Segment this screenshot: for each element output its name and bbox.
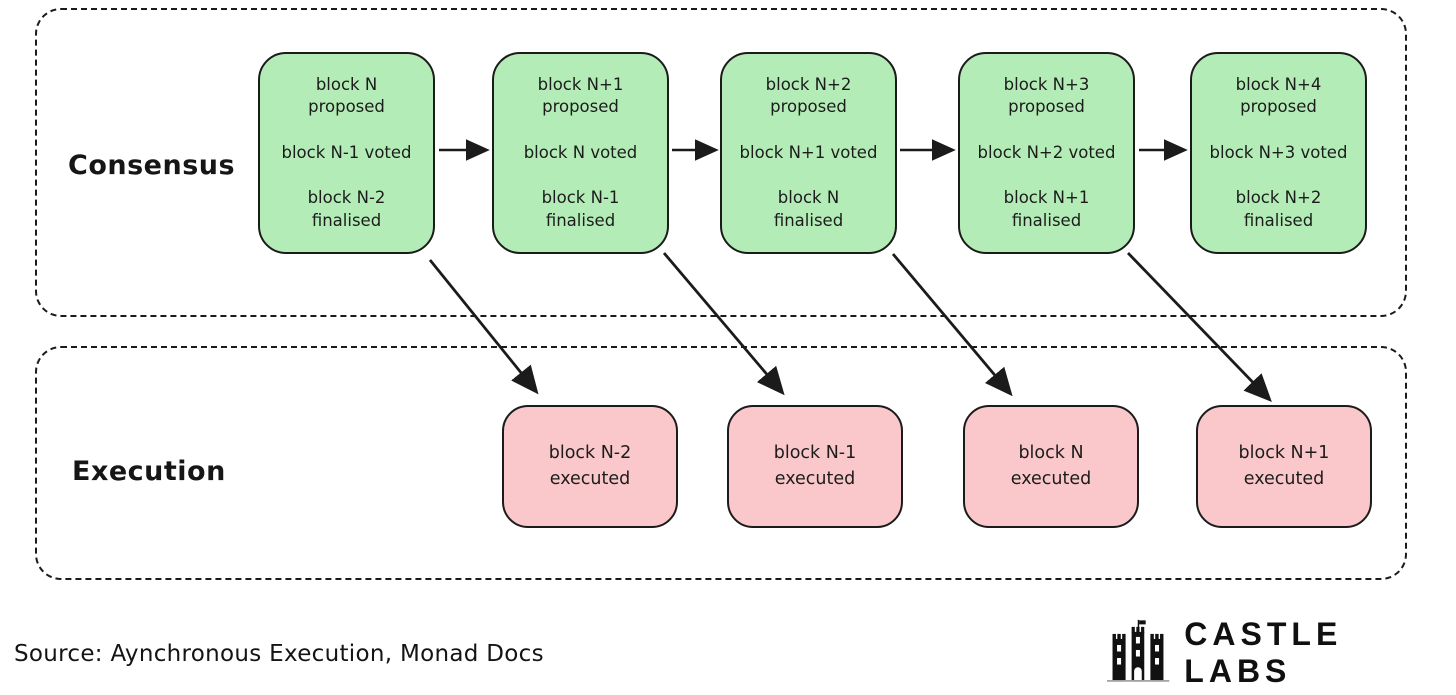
executed-text: block N executed (1010, 443, 1092, 489)
executed-text: block N+1 executed (1238, 443, 1330, 489)
voted-text: block N+1 voted (739, 142, 878, 162)
finalised-text: block N-2 finalised (307, 188, 386, 230)
consensus-box-n3: block N+3 proposed block N+2 voted block… (958, 52, 1135, 254)
proposed-text: block N+4 proposed (1235, 75, 1322, 117)
finalised-text: block N+1 finalised (1003, 188, 1090, 230)
consensus-box-n: block N proposed block N-1 voted block N… (258, 52, 435, 254)
finalised-text: block N finalised (773, 188, 844, 230)
consensus-box-n4: block N+4 proposed block N+3 voted block… (1190, 52, 1367, 254)
source-caption: Source: Aynchronous Execution, Monad Doc… (14, 641, 544, 667)
executed-text: block N-1 executed (773, 443, 857, 489)
execution-box-n1: block N+1 executed (1196, 405, 1372, 528)
proposed-text: block N+2 proposed (765, 75, 852, 117)
consensus-box-n2: block N+2 proposed block N+1 voted block… (720, 52, 897, 254)
proposed-text: block N+1 proposed (537, 75, 624, 117)
finalised-text: block N+2 finalised (1235, 188, 1322, 230)
consensus-box-n1: block N+1 proposed block N voted block N… (492, 52, 669, 254)
execution-box-n-2: block N-2 executed (502, 405, 678, 528)
castle-icon (1107, 619, 1170, 682)
proposed-text: block N proposed (308, 75, 385, 117)
brand-logo: CASTLE LABS (1106, 616, 1456, 690)
voted-text: block N+2 voted (977, 142, 1116, 162)
consensus-lane-label: Consensus (68, 150, 236, 181)
executed-text: block N-2 executed (548, 443, 632, 489)
proposed-text: block N+3 proposed (1003, 75, 1090, 117)
brand-wordmark: CASTLE LABS (1184, 616, 1343, 689)
execution-box-n: block N executed (963, 405, 1139, 528)
finalised-text: block N-1 finalised (541, 188, 620, 230)
execution-box-n-1: block N-1 executed (727, 405, 903, 528)
execution-lane-label: Execution (72, 456, 226, 487)
voted-text: block N+3 voted (1209, 142, 1348, 162)
voted-text: block N-1 voted (281, 142, 412, 162)
voted-text: block N voted (523, 142, 638, 162)
